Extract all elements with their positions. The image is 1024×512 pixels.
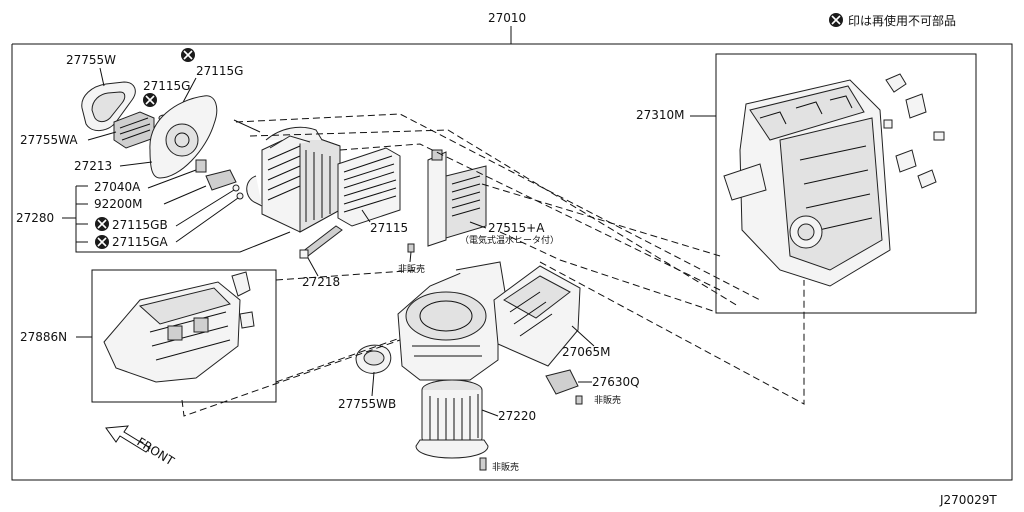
assembly-dashed-lines <box>181 113 805 417</box>
label-27515a-note: （電気式温水ヒータ付） <box>460 234 559 246</box>
label-27755wa: 27755WA <box>20 133 78 147</box>
bracket-2 <box>905 93 927 119</box>
label-92200m: 92200M <box>94 197 143 211</box>
front-direction-indicator: FRONT <box>105 425 177 469</box>
blower-motor-27220 <box>415 379 489 459</box>
assembly-frame <box>11 43 1013 481</box>
label-27115gb: 27115GB <box>112 218 168 232</box>
label-27280: 27280 <box>16 211 54 225</box>
seal-27115ga <box>236 192 244 200</box>
intake-case-27065m <box>493 265 581 367</box>
resistor-92200m <box>205 169 237 191</box>
label-27515a: 27515+A <box>488 221 545 235</box>
label-not-sold-2: 非販売 <box>594 394 621 406</box>
sensor-27040a <box>195 159 207 173</box>
label-27115ga: 27115GA <box>112 235 168 249</box>
heater-core-27115 <box>337 147 401 227</box>
resistor-27630q <box>545 369 579 395</box>
label-27213: 27213 <box>74 159 112 173</box>
label-27218: 27218 <box>302 275 340 289</box>
label-27755w: 27755W <box>66 53 116 67</box>
screw-not-sold-1 <box>407 243 415 253</box>
label-27065m: 27065M <box>562 345 611 359</box>
legend-note: 印は再使用不可部品 <box>848 13 956 28</box>
label-27040a: 27040A <box>94 180 141 194</box>
bracket-4 <box>917 169 937 189</box>
bracket-6 <box>883 119 893 129</box>
label-27115g-mid: 27115G <box>143 79 190 93</box>
legend: 印は再使用不可部品 <box>829 13 956 28</box>
seal-27115gb <box>232 184 240 192</box>
label-not-sold-1: 非販売 <box>398 263 425 275</box>
ptc-heater-27515a <box>427 149 487 247</box>
label-not-sold-3: 非販売 <box>492 461 519 473</box>
main-part-number: 27010 <box>488 11 526 25</box>
grid-block-27755wa <box>113 111 155 149</box>
blower-housing <box>397 261 507 381</box>
actuator-frame-27886n <box>91 269 277 403</box>
label-27115: 27115 <box>370 221 408 235</box>
heater-case-27310m <box>723 79 891 287</box>
label-27220: 27220 <box>498 409 536 423</box>
screw-not-sold-2 <box>575 395 583 405</box>
bracket-3 <box>895 149 917 173</box>
label-27630q: 27630Q <box>592 375 640 389</box>
screw-not-sold-3 <box>479 457 487 471</box>
front-arrow-icon <box>105 425 151 453</box>
diagram-code: J270029T <box>939 493 997 507</box>
label-27886n: 27886N <box>20 330 67 344</box>
front-label: FRONT <box>134 435 177 469</box>
label-27755wb: 27755WB <box>338 397 396 411</box>
case-frame-27310m <box>715 53 977 314</box>
label-27115g-top: 27115G <box>196 64 243 78</box>
bracket-1 <box>885 73 907 93</box>
mode-actuator-27886n <box>103 271 255 383</box>
bracket-5 <box>933 131 945 141</box>
evaporator-27280 <box>246 126 341 233</box>
label-27310m: 27310M <box>636 108 685 122</box>
